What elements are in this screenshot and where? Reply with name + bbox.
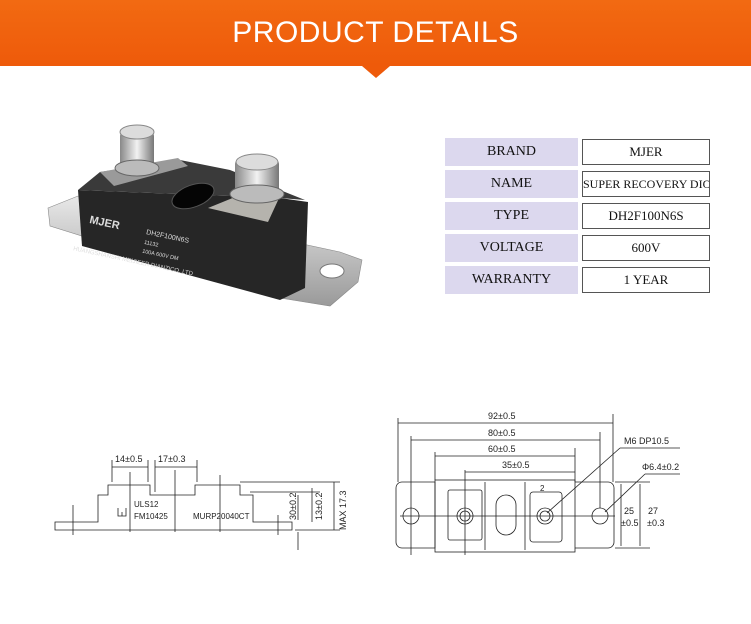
spec-value: 600V (582, 235, 710, 261)
dim-14: 14±0.5 (115, 454, 142, 464)
spec-value: DH2F100N6S (582, 203, 710, 229)
top-view-drawing: 92±0.5 80±0.5 60±0.5 35±0.5 M6 DP10.5 Φ6… (395, 411, 680, 555)
dim-27: 27 (648, 506, 658, 516)
spec-label: WARRANTY (445, 266, 578, 294)
dim-60: 60±0.5 (488, 444, 515, 454)
dim-max: MAX 17.3 (338, 490, 348, 530)
part-label: FM10425 (134, 512, 168, 521)
dim-25-tol: ±0.5 (621, 518, 638, 528)
side-view-drawing: 14±0.5 17±0.3 30±0.2 13±0.2 MAX 17.3 ULS… (54, 454, 348, 550)
spec-label: NAME (445, 170, 578, 198)
page-title: PRODUCT DETAILS (232, 16, 519, 49)
dim-25: 25 (624, 506, 634, 516)
dim-30: 30±0.2 (288, 493, 298, 520)
spec-label: BRAND (445, 138, 578, 166)
dim-17: 17±0.3 (158, 454, 185, 464)
part-label: MURP20040CT (193, 512, 250, 521)
spec-value: 1 YEAR (582, 267, 710, 293)
dim-13: 13±0.2 (314, 493, 324, 520)
dim-92: 92±0.5 (488, 411, 515, 421)
thread-label: M6 DP10.5 (624, 436, 669, 446)
spec-value: MJER (582, 139, 710, 165)
part-label: ULS12 (134, 500, 159, 509)
spec-value: SUPER RECOVERY DIODE (582, 171, 710, 197)
hole-diameter: Φ6.4±0.2 (642, 462, 679, 472)
spec-label: TYPE (445, 202, 578, 230)
terminal-number: 2 (540, 484, 545, 493)
product-code-text: 11132 (143, 240, 158, 249)
spec-label: VOLTAGE (445, 234, 578, 262)
product-photo: MJER DH2F100N6S 11132 100A 600V DM HUANG… (47, 124, 363, 307)
dim-27-tol: ±0.3 (647, 518, 664, 528)
dim-80: 80±0.5 (488, 428, 515, 438)
header-banner (0, 0, 751, 66)
dim-35: 35±0.5 (502, 460, 529, 470)
header-notch (362, 66, 390, 78)
